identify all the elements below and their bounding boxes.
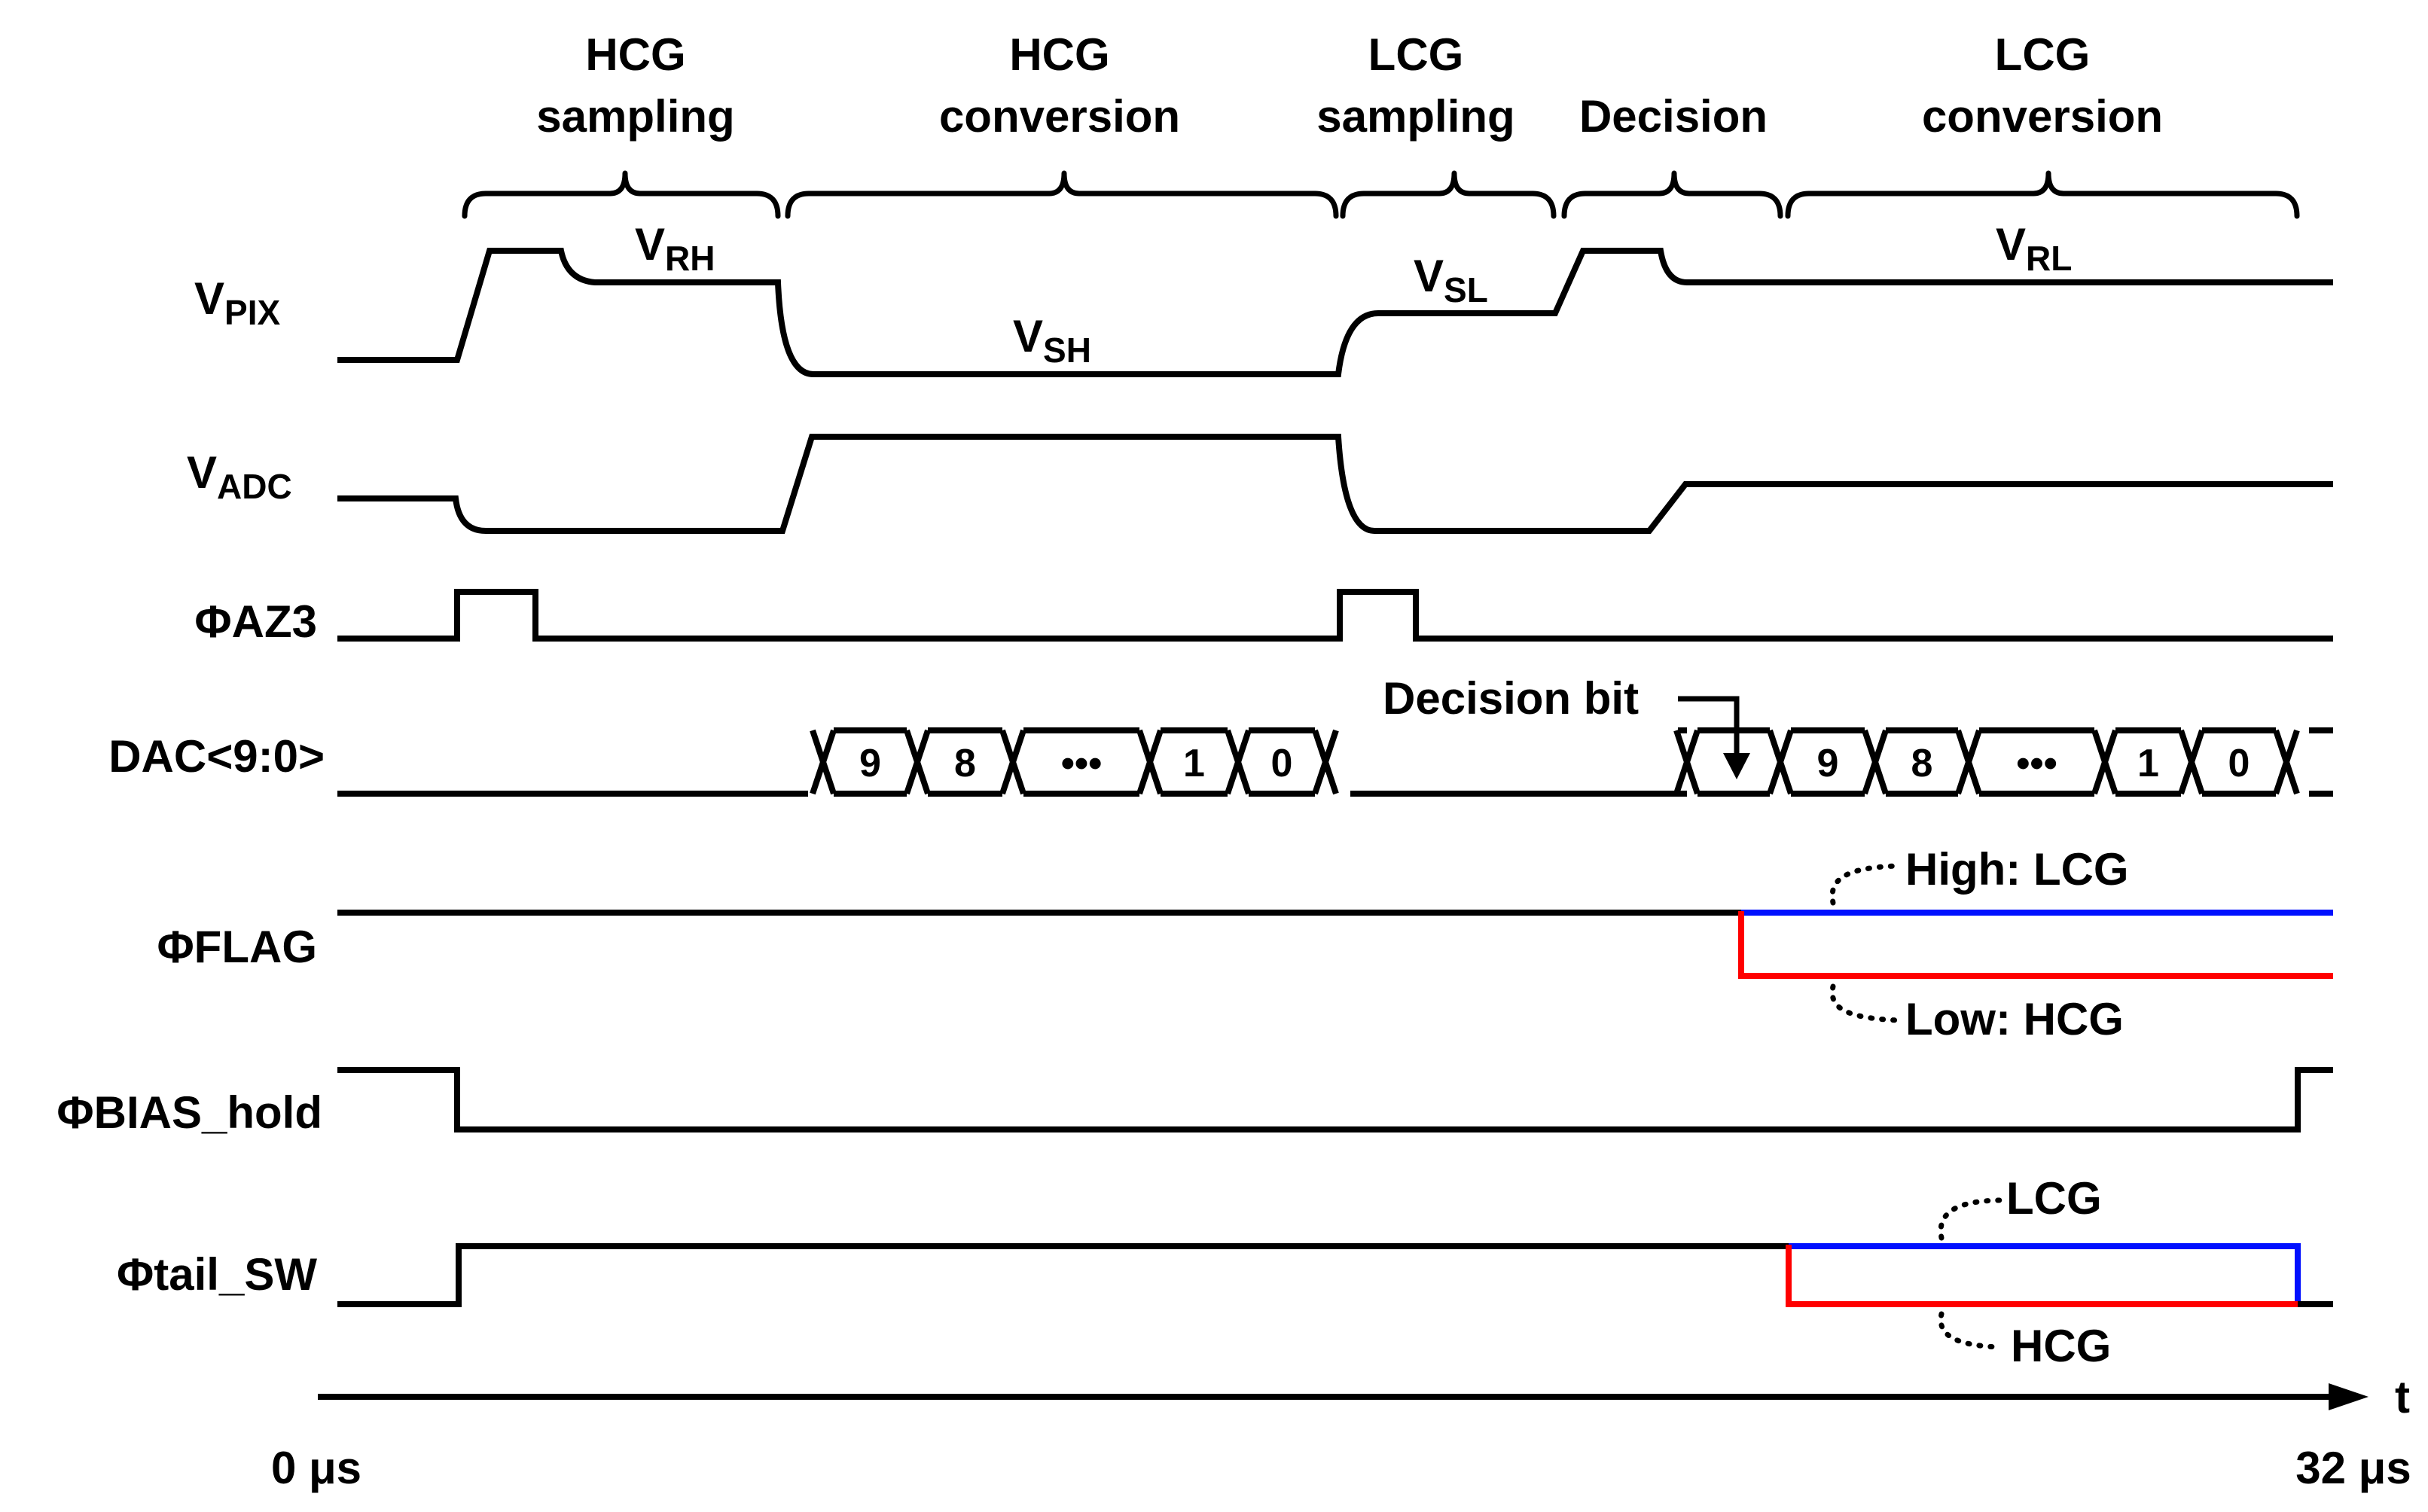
dac-hcg-crossing-3 (1136, 729, 1164, 795)
dac-lcg-crossing-0 (1767, 729, 1794, 795)
dac-hcg-bit-label-4: 0 (1271, 742, 1293, 785)
flag-low-path (1738, 911, 2333, 979)
phase-braces (462, 170, 2300, 219)
dac-lcg-bit-label-3: 1 (2137, 742, 2159, 785)
flag-low-dotted-leader (1829, 983, 1901, 1023)
phase-lcg-sampling-line2: sampling (1316, 91, 1514, 142)
az3-waveform (337, 589, 2333, 642)
tail-common (337, 1243, 1789, 1307)
signal-bias-hold: ΦBIAS_hold (56, 1087, 322, 1138)
dac-hcg-crossing-0 (810, 729, 837, 795)
dac-hcg-bit-label-2: ••• (1061, 742, 1103, 785)
signal-vpix: VPIX (194, 273, 280, 332)
dac-hcg-crossing-5 (1312, 729, 1339, 795)
time-axis-arrowhead (2329, 1383, 2369, 1410)
decision-bit-arrowhead (1723, 753, 1750, 779)
time-end-label: 32 μs (2295, 1443, 2411, 1493)
dac-lcg-lead (1678, 727, 1687, 797)
level-vrh: VRH (635, 219, 715, 278)
phase-hcg-sampling-line1: HCG (585, 29, 685, 80)
flag-high-label: High: LCG (1905, 844, 2129, 895)
signal-flag: ΦFLAG (157, 922, 317, 972)
brace-lcg-conversion (1785, 170, 2300, 219)
signal-names: VPIX VADC ΦAZ3 DAC<9:0> ΦFLAG ΦBIAS_hold… (56, 273, 325, 1300)
dac-lcg-crossing-5 (2273, 729, 2300, 795)
tail-lcg-label: LCG (2006, 1173, 2102, 1224)
decision-bit-label: Decision bit (1383, 673, 1639, 724)
dac-lcg-bit-label-2: ••• (2016, 742, 2057, 785)
bias-hold-waveform (337, 1067, 2333, 1132)
time-start-label: 0 μs (271, 1443, 361, 1493)
signal-dac: DAC<9:0> (108, 731, 325, 782)
vadc-sub: ADC (217, 467, 292, 506)
brace-hcg-conversion (785, 170, 1339, 219)
dac-lcg-bit-label-4: 0 (2228, 742, 2250, 785)
dac-hcg-crossing-4 (1225, 729, 1252, 795)
dac-bus-segment-hcg: 9 8 ••• 1 0 (810, 727, 1339, 797)
vadc-waveform (337, 434, 2333, 534)
phase-hcg-conversion-line1: HCG (1009, 29, 1109, 80)
brace-decision (1561, 170, 1783, 219)
level-vsl: VSL (1414, 251, 1488, 309)
signal-vadc: VADC (187, 447, 292, 506)
dac-lcg-rail-4 (2202, 727, 2276, 797)
dac-lcg-bit-label-1: 8 (1911, 742, 1933, 785)
signal-tail-sw: Φtail_SW (117, 1249, 317, 1300)
phase-hcg-sampling-line2: sampling (536, 91, 734, 142)
vadc-base: V (187, 447, 217, 498)
dac-lcg-rail-3 (2115, 727, 2181, 797)
brace-hcg-sampling (462, 170, 781, 219)
time-axis-label: t (2395, 1372, 2410, 1422)
dac-lcg-bit-label-0: 9 (1817, 742, 1839, 785)
dac-hcg-crossing-1 (904, 729, 931, 795)
brace-lcg-sampling (1340, 170, 1557, 219)
tail-lcg-dotted-leader (1938, 1197, 2002, 1241)
phase-decision-label: Decision (1579, 91, 1768, 142)
dac-lcg-rail-2 (1979, 727, 2094, 797)
dac-hcg-rail-2 (1023, 727, 1139, 797)
dac-hcg-bit-label-3: 1 (1183, 742, 1205, 785)
signal-az3: ΦAZ3 (194, 596, 317, 647)
tail-hcg-dotted-leader (1938, 1311, 2002, 1350)
phase-lcg-conversion-line1: LCG (1995, 29, 2091, 80)
dac-lcg-decision-crossing (1673, 727, 1770, 797)
dac-hcg-rail-4 (1249, 727, 1315, 797)
phase-lcg-sampling-line1: LCG (1368, 29, 1464, 80)
dac-hcg-crossing-2 (999, 729, 1026, 795)
dac-bus-segment-lcg: 9 8 ••• 1 0 (1673, 727, 2300, 797)
decision-bit-leader (1678, 696, 1740, 761)
dac-lcg-rail-0 (1791, 727, 1865, 797)
tail-hcg-label: HCG (2011, 1321, 2111, 1371)
tail-lcg-path (1789, 1243, 2301, 1304)
dac-lcg-crossing-3 (2091, 729, 2118, 795)
dac-hcg-bit-label-1: 8 (954, 742, 976, 785)
level-vrl: VRL (1996, 219, 2072, 278)
dac-hcg-bit-label-0: 9 (859, 742, 881, 785)
dac-lcg-crossing-1 (1862, 729, 1889, 795)
flag-low-label: Low: HCG (1905, 994, 2124, 1044)
level-vsh: VSH (1013, 311, 1091, 370)
tail-hcg-path (1786, 1245, 2298, 1307)
dac-hcg-rail-0 (834, 727, 907, 797)
dac-hcg-rail-1 (928, 727, 1002, 797)
phase-lcg-conversion-line2: conversion (1922, 91, 2163, 142)
phase-hcg-conversion-line2: conversion (939, 91, 1180, 142)
vpix-sub: PIX (224, 293, 280, 332)
dac-hcg-rail-3 (1161, 727, 1228, 797)
dac-lcg-crossing-2 (1955, 729, 1982, 795)
phase-labels: HCG sampling HCG conversion LCG sampling… (536, 29, 2163, 142)
flag-high-dotted-leader (1829, 863, 1901, 906)
dac-lcg-crossing-4 (2178, 729, 2205, 795)
vpix-waveform (337, 248, 2333, 377)
dac-lcg-rail-1 (1886, 727, 1958, 797)
vpix-base: V (194, 273, 224, 324)
